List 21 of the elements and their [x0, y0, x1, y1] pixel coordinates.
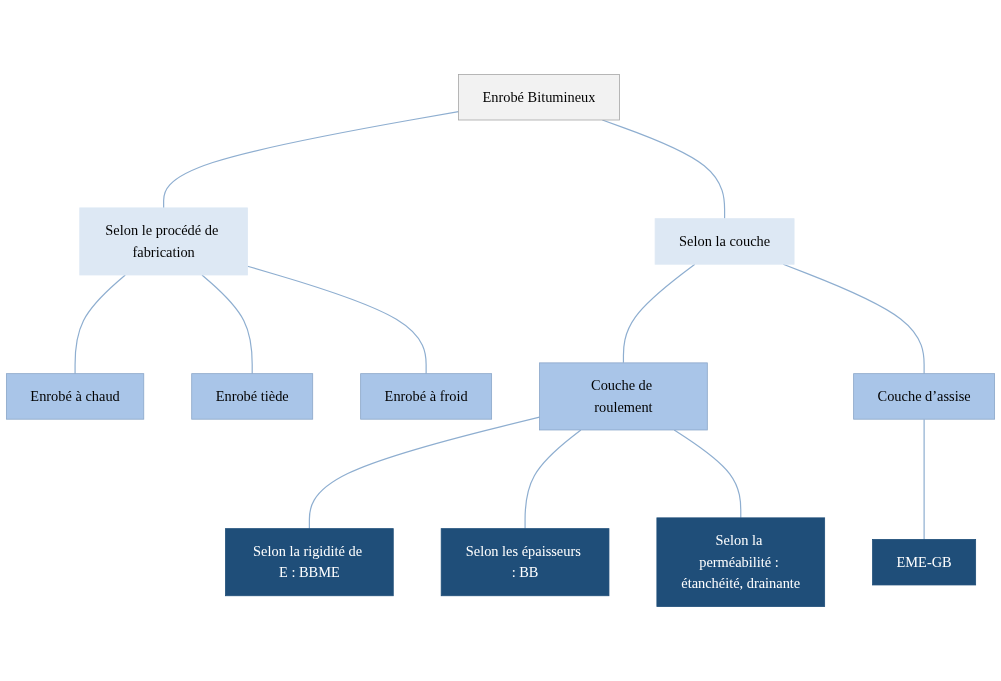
connector — [74, 274, 126, 375]
node-box: Enrobé à froid — [360, 373, 492, 420]
node-box: Selon la couche — [654, 218, 795, 265]
node-box: Selon la perméabilité : étanchéité, drainante — [656, 517, 826, 607]
node-box: Selon les épaisseurs : BB — [440, 528, 610, 597]
connector — [163, 110, 460, 209]
node-box: Enrobé Bitumineux — [458, 74, 620, 121]
connector — [622, 263, 696, 364]
connector — [673, 429, 742, 519]
node-box: EME-GB — [872, 539, 977, 586]
node-box: Couche de roulement — [539, 362, 708, 431]
node-box: Selon le procédé de fabrication — [79, 207, 248, 276]
node-box: Couche d’assise — [853, 373, 995, 420]
connector — [201, 274, 253, 375]
connector — [246, 265, 427, 375]
node-box: Enrobé à chaud — [6, 373, 145, 420]
connector — [524, 429, 582, 530]
node-box: Selon la rigidité de E : BBME — [225, 528, 394, 597]
node-box: Enrobé tiède — [191, 373, 314, 420]
connector — [308, 416, 541, 530]
connector — [923, 418, 925, 540]
